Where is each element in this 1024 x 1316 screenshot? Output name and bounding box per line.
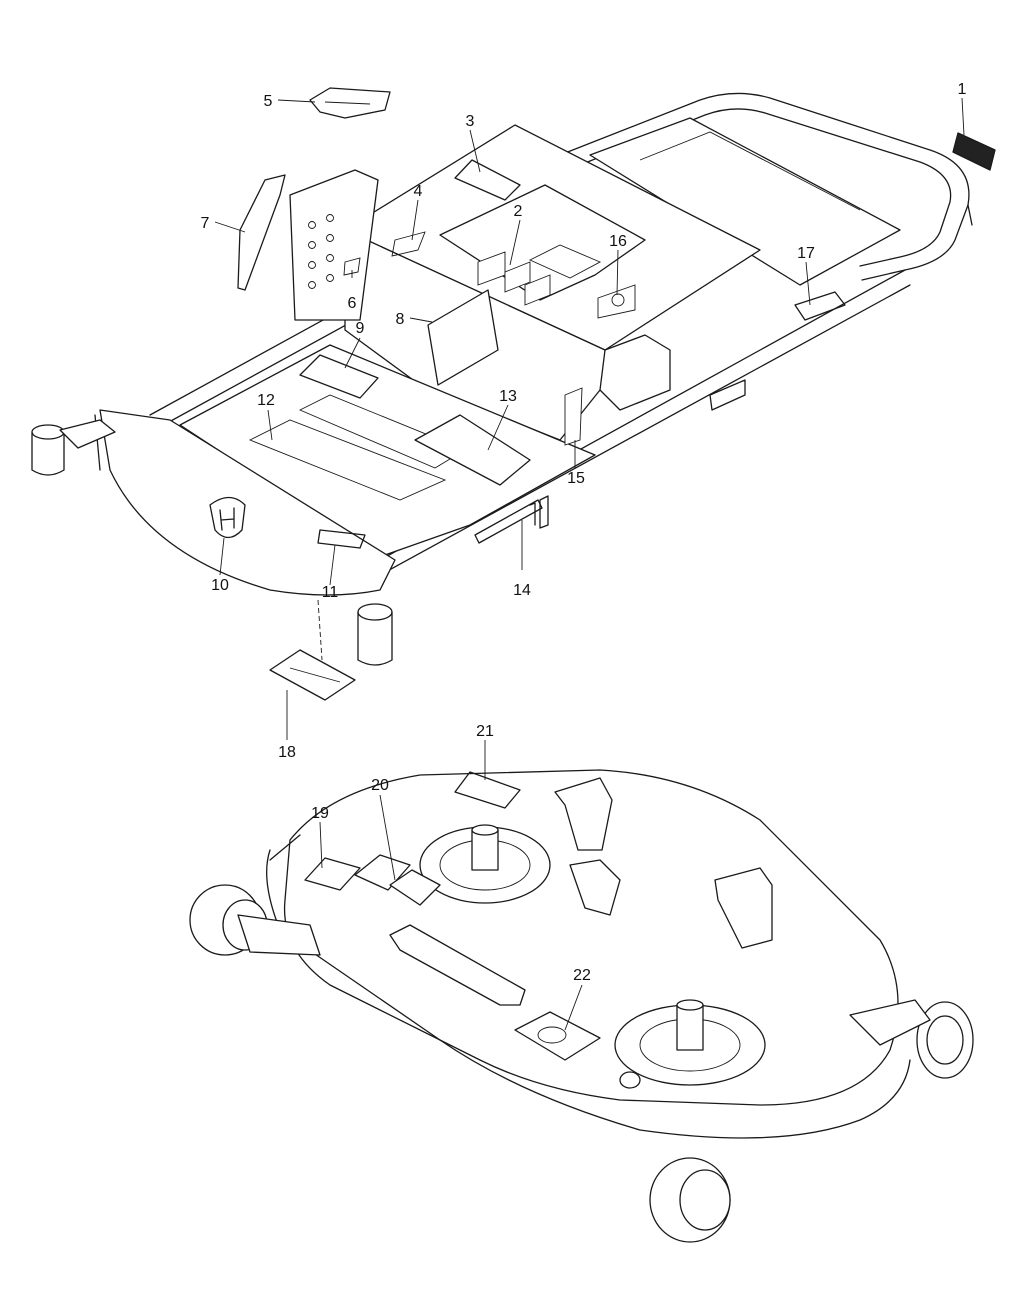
frame-decals <box>209 87 996 549</box>
callout-11: 11 <box>322 584 339 601</box>
callout-16: 16 <box>609 233 627 250</box>
side-plate-holes <box>308 214 334 289</box>
callout-10: 10 <box>211 577 229 594</box>
mower-deck <box>189 769 974 1243</box>
callout-7: 7 <box>201 215 210 232</box>
callout-9: 9 <box>356 320 365 337</box>
spindle-right <box>614 999 766 1086</box>
spindle-left <box>419 824 551 904</box>
callout-21: 21 <box>476 723 494 740</box>
callout-15: 15 <box>567 470 585 487</box>
callout-2: 2 <box>514 203 523 220</box>
deck-decals <box>304 771 601 1061</box>
callout-22: 22 <box>573 967 591 984</box>
callout-12: 12 <box>257 392 275 409</box>
callout-1: 1 <box>958 81 967 98</box>
callout-labels: 1 2 3 4 5 6 7 8 9 10 11 12 13 14 15 16 1… <box>201 81 967 984</box>
callout-14: 14 <box>513 582 531 599</box>
mower-frame <box>31 92 973 666</box>
callout-4: 4 <box>414 183 423 200</box>
callout-5: 5 <box>264 93 273 110</box>
callout-8: 8 <box>396 311 405 328</box>
deck-wheel-left <box>189 884 321 956</box>
deck-wheel-bottom <box>649 1157 731 1243</box>
callout-20: 20 <box>371 777 389 794</box>
callout-17: 17 <box>797 245 815 262</box>
callout-3: 3 <box>466 113 475 130</box>
front-caster-left <box>31 419 116 476</box>
deck-wheel-right <box>849 999 974 1079</box>
callout-13: 13 <box>499 388 517 405</box>
front-caster-right <box>357 603 393 666</box>
decal-18 <box>269 599 356 701</box>
callout-6: 6 <box>348 295 357 312</box>
callout-18: 18 <box>278 744 296 761</box>
callout-19: 19 <box>311 805 329 822</box>
leader-lines <box>214 97 965 1031</box>
